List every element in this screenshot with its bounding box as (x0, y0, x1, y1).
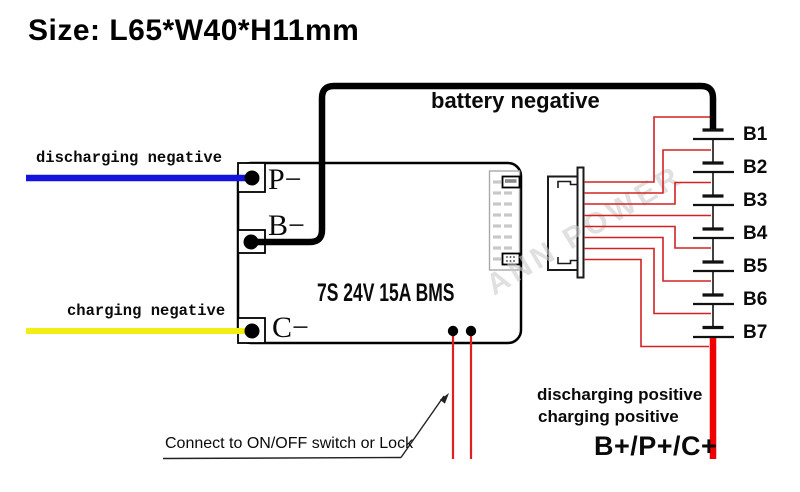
charging-negative-label: charging negative (67, 302, 226, 320)
sense-wire-5 (584, 225, 711, 249)
switch-note-arrow (162, 393, 449, 460)
switch-pad-1 (447, 325, 459, 337)
terminal-b-label: B− (268, 209, 305, 242)
balance-socket (488, 170, 521, 271)
battery-negative-wire (251, 82, 717, 246)
cell-label-b2: B2 (743, 156, 768, 178)
discharging-negative-label: discharging negative (36, 149, 223, 167)
switch-note-arrowhead (439, 393, 449, 404)
pad-b-dot (243, 234, 259, 250)
battery-negative-plates (702, 128, 724, 330)
cell-label-b3: B3 (743, 189, 768, 211)
bms-model-label: 7S 24V 15A BMS (317, 279, 455, 307)
socket-pin8-dots (506, 256, 515, 262)
terminal-c-label: C− (272, 311, 309, 344)
solder-pads (243, 170, 477, 339)
switch-note-arrow-shaft (400, 395, 445, 458)
battery-stack (693, 128, 734, 339)
socket-pin1-bar (505, 179, 517, 183)
pad-p-dot (244, 170, 260, 186)
cell-label-b6: B6 (743, 288, 768, 310)
battery-negative-label: battery negative (431, 88, 600, 113)
cell-label-b1: B1 (743, 123, 768, 145)
terminal-p-label: P− (268, 163, 302, 196)
sense-wire-8 (584, 258, 709, 348)
cell-label-b4: B4 (743, 222, 768, 244)
balance-plug-body (547, 175, 579, 271)
sense-wire-1 (584, 116, 711, 183)
sense-wire-6 (584, 236, 711, 282)
switch-note-underline (162, 456, 402, 460)
socket-pin8-marker (501, 252, 521, 266)
sense-wires (584, 116, 711, 348)
cell-label-b5: B5 (743, 255, 768, 277)
charging-positive-label: charging positive (538, 407, 679, 426)
sense-wire-2 (584, 149, 711, 194)
balance-plug-latch-top (557, 180, 577, 188)
sense-wire-3 (584, 181, 711, 205)
pad-c-dot (244, 323, 260, 339)
sense-wire-7 (584, 247, 711, 315)
balance-plug-latch-bottom (557, 257, 577, 265)
switch-pad-2 (465, 325, 477, 337)
balance-plug (547, 166, 585, 279)
cell-label-b7: B7 (743, 321, 768, 343)
switch-note-label: Connect to ON/OFF switch or Lock (165, 435, 414, 452)
discharging-positive-label: discharging positive (537, 385, 703, 404)
combined-positive-label: B+/P+/C+ (594, 431, 718, 461)
battery-positive-plates (693, 137, 734, 339)
size-title: Size: L65*W40*H11mm (28, 14, 360, 47)
